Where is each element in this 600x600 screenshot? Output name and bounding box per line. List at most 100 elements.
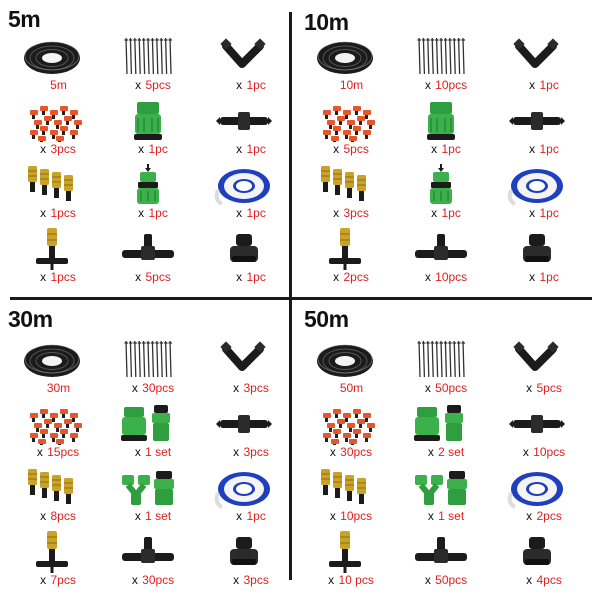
multiplier-sign: x (236, 509, 243, 523)
multiplier-sign: x (236, 142, 243, 156)
kit-item: 30m (2, 335, 98, 403)
kit-item: x 10pcs (391, 32, 487, 100)
item-quantity: 1pc (539, 206, 559, 220)
kit-item: x 1pc (487, 160, 583, 228)
kit-item: x 30pcs (98, 335, 194, 403)
end-plug-icon (214, 529, 274, 573)
kit-item: x 4pcs (487, 527, 583, 595)
elbow-connector-icon (507, 337, 567, 381)
kit-title: 50m (304, 306, 349, 332)
item-quantity: 10pcs (435, 270, 468, 284)
multiplier-sign: x (135, 270, 142, 284)
item-quantity-label: x 15pcs (2, 445, 98, 459)
kit-item: x 50pcs (391, 335, 487, 403)
item-quantity-label: 5m (2, 78, 98, 92)
multiplier-sign: x (424, 270, 431, 284)
item-quantity-label: x 2pcs (295, 270, 391, 284)
drippers-pile-icon (22, 401, 82, 445)
item-quantity-label: x 1pc (98, 206, 194, 220)
kit-item: x 2pcs (487, 463, 583, 531)
elbow-connector-icon (214, 34, 274, 78)
multiplier-sign: x (427, 509, 434, 523)
kit-item: x 30pcs (295, 399, 391, 467)
mist-nozzles-icon (315, 162, 375, 206)
multiplier-sign: x (529, 78, 536, 92)
multiplier-sign: x (529, 270, 536, 284)
tee-connector-icon (118, 226, 178, 270)
mist-nozzles-icon (22, 465, 82, 509)
multiplier-sign: x (40, 206, 47, 220)
item-quantity: 5m (50, 78, 67, 92)
end-plug-icon (507, 226, 567, 270)
item-quantity: 1pc (539, 270, 559, 284)
multiplier-sign: x (134, 509, 141, 523)
item-quantity: 1pcs (50, 206, 76, 220)
item-quantity: 2pcs (536, 509, 562, 523)
tee-connector-icon (411, 529, 471, 573)
multiplier-sign: x (138, 206, 145, 220)
kit-item: x 10pcs (487, 399, 583, 467)
drippers-pile-icon (315, 98, 375, 142)
kit-item: x 3pcs (2, 96, 98, 164)
kit-item: x 5pcs (98, 224, 194, 292)
kit-item: x 50pcs (391, 527, 487, 595)
multiplier-sign: x (236, 206, 243, 220)
item-quantity: 3pcs (243, 445, 269, 459)
item-quantity: 3pcs (50, 142, 76, 156)
multiplier-sign: x (328, 573, 335, 587)
drippers-pile-icon (22, 98, 82, 142)
elbow-connector-icon (214, 337, 274, 381)
multiplier-sign: x (529, 142, 536, 156)
item-quantity: 1 set (438, 509, 465, 523)
multiplier-sign: x (333, 142, 340, 156)
ground-stakes-icon (118, 34, 178, 78)
item-quantity: 10m (339, 78, 364, 92)
multiplier-sign: x (424, 78, 431, 92)
multiplier-sign: x (131, 573, 138, 587)
kit-item: x 1pc (487, 96, 583, 164)
kit-item: x 10pcs (295, 463, 391, 531)
item-quantity: 30pcs (142, 573, 175, 587)
kit-item: x 2pcs (295, 224, 391, 292)
multiplier-sign: x (431, 206, 438, 220)
item-quantity-label: x 4pcs (487, 573, 583, 587)
item-quantity: 5pcs (343, 142, 369, 156)
ground-stakes-icon (118, 337, 178, 381)
item-quantity-label: x 5pcs (98, 78, 194, 92)
kit-item: x 1pc (194, 96, 290, 164)
item-quantity-label: x 10pcs (391, 270, 487, 284)
item-quantity: 3pcs (343, 206, 369, 220)
item-quantity: 50pcs (435, 381, 468, 395)
nozzle-stake-icon (315, 529, 375, 573)
item-quantity: 1pc (441, 206, 461, 220)
item-quantity: 10pcs (533, 445, 566, 459)
item-quantity: 2 set (438, 445, 465, 459)
kit-title: 5m (8, 6, 41, 32)
kit-item: x 8pcs (2, 463, 98, 531)
item-quantity-label: x 1pc (391, 142, 487, 156)
y-splitter-icon (411, 465, 471, 509)
item-quantity-label: x 50pcs (391, 381, 487, 395)
tap-adapter-set-icon (411, 401, 471, 445)
multiplier-sign: x (431, 142, 438, 156)
multiplier-sign: x (40, 573, 47, 587)
kit-item: x 30pcs (98, 527, 194, 595)
multiplier-sign: x (138, 142, 145, 156)
multiplier-sign: x (131, 381, 138, 395)
item-quantity-label: x 5pcs (98, 270, 194, 284)
kit-item: 50m (295, 335, 391, 403)
elbow-connector-icon (507, 34, 567, 78)
item-quantity-label: x 1pc (487, 270, 583, 284)
kit-item: x 2 set (391, 399, 487, 467)
kit-item: x 1 set (98, 463, 194, 531)
multiplier-sign: x (424, 381, 431, 395)
kit-item: x 1pc (487, 224, 583, 292)
multiplier-sign: x (529, 206, 536, 220)
multiplier-sign: x (329, 509, 336, 523)
kit-item: x 1pc (487, 32, 583, 100)
kit-item: x 1pc (194, 32, 290, 100)
item-quantity-label: x 5pcs (295, 142, 391, 156)
hose-coil-icon (22, 337, 82, 381)
item-quantity: 3pcs (243, 381, 269, 395)
